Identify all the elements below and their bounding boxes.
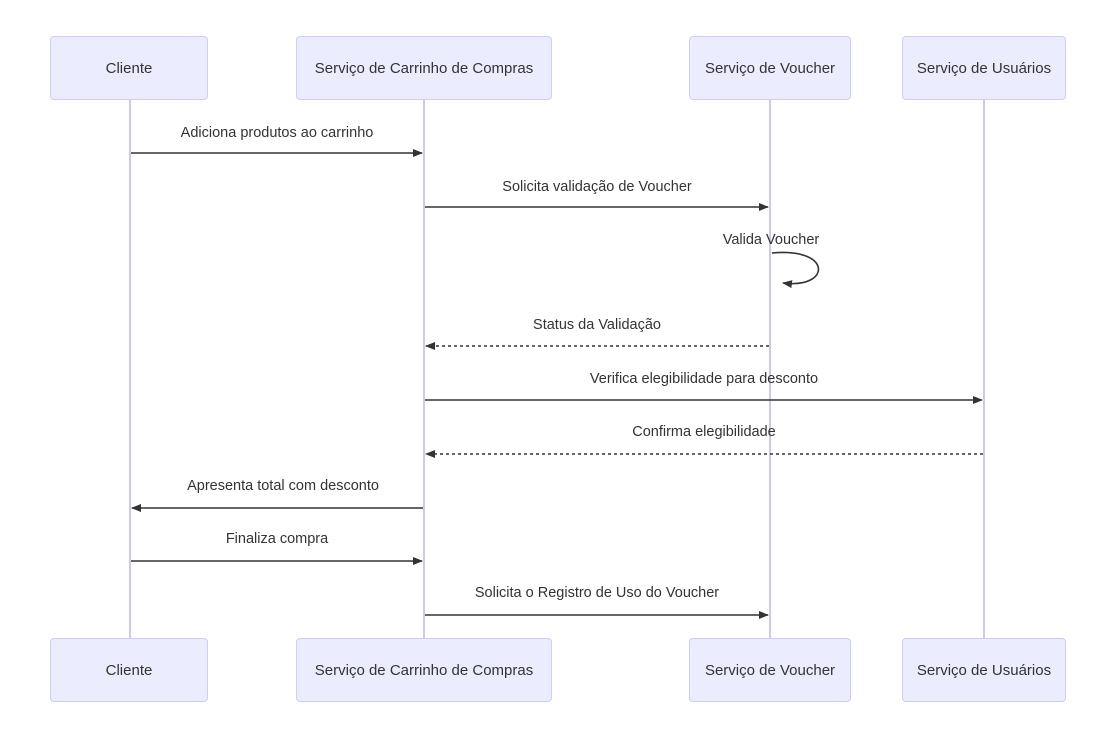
actor-box-bottom-cliente[interactable]: Cliente: [50, 638, 208, 702]
actor-box-bottom-usuarios[interactable]: Serviço de Usuários: [902, 638, 1066, 702]
actor-label-carrinho: Serviço de Carrinho de Compras: [314, 661, 534, 679]
actor-label-carrinho: Serviço de Carrinho de Compras: [314, 59, 534, 77]
message-label-3: Valida Voucher: [722, 232, 820, 248]
actor-box-top-voucher[interactable]: Serviço de Voucher: [689, 36, 851, 100]
message-label-9: Solicita o Registro de Uso do Voucher: [474, 585, 720, 601]
message-label-6: Confirma elegibilidade: [632, 424, 776, 440]
message-label-7: Apresenta total com desconto: [187, 478, 379, 494]
actor-label-voucher: Serviço de Voucher: [704, 59, 836, 77]
lifeline-cliente: [129, 100, 131, 638]
actor-label-usuarios: Serviço de Usuários: [916, 59, 1052, 77]
actor-label-voucher: Serviço de Voucher: [704, 661, 836, 679]
actor-label-cliente: Cliente: [105, 59, 153, 77]
actor-label-cliente: Cliente: [105, 661, 153, 679]
actor-label-usuarios: Serviço de Usuários: [916, 661, 1052, 679]
lifeline-usuarios: [983, 100, 985, 638]
actor-box-top-carrinho[interactable]: Serviço de Carrinho de Compras: [296, 36, 552, 100]
actor-box-top-cliente[interactable]: Cliente: [50, 36, 208, 100]
actor-box-bottom-carrinho[interactable]: Serviço de Carrinho de Compras: [296, 638, 552, 702]
actor-box-top-usuarios[interactable]: Serviço de Usuários: [902, 36, 1066, 100]
lifeline-carrinho: [423, 100, 425, 638]
message-label-2: Solicita validação de Voucher: [502, 179, 692, 195]
message-line-3: [771, 251, 820, 289]
message-label-8: Finaliza compra: [225, 531, 329, 547]
message-label-1: Adiciona produtos ao carrinho: [180, 125, 374, 141]
message-label-4: Status da Validação: [533, 317, 661, 333]
message-label-5: Verifica elegibilidade para desconto: [589, 371, 819, 387]
lifeline-voucher: [769, 100, 771, 638]
actor-box-bottom-voucher[interactable]: Serviço de Voucher: [689, 638, 851, 702]
